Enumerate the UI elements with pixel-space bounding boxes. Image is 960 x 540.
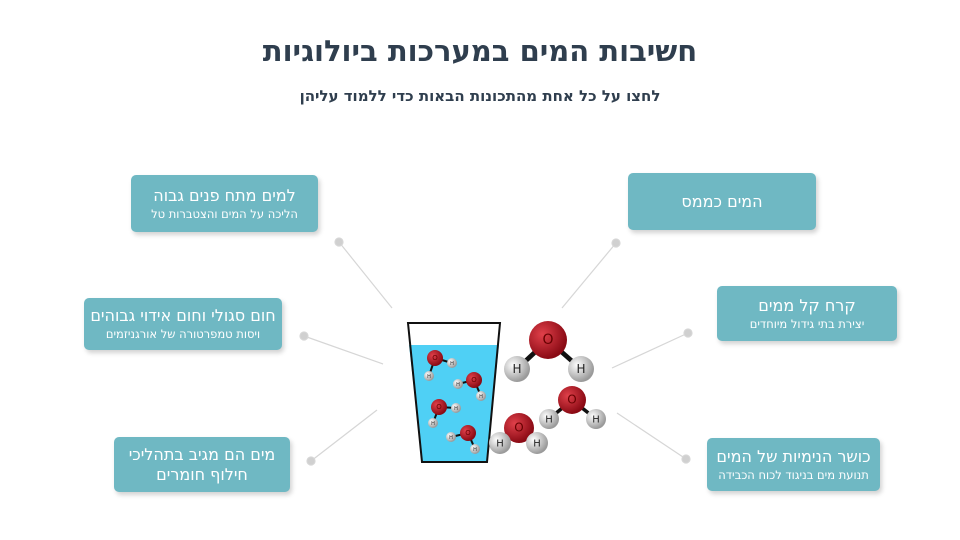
oxygen-atom	[529, 321, 567, 359]
hydrogen-atom	[447, 358, 457, 368]
property-title: קרח קל ממים	[758, 295, 856, 315]
hydrogen-atom	[451, 403, 461, 413]
oxygen-atom	[466, 372, 482, 388]
svg-text:O: O	[432, 354, 438, 362]
property-title: למים מתח פנים גבוה	[153, 185, 296, 205]
glass-icon	[406, 322, 502, 463]
connector-dot	[299, 331, 309, 341]
svg-text:O: O	[567, 393, 576, 407]
property-subtitle: תנועת מים בניגוד לכוח הכבידה	[718, 467, 869, 482]
hydrogen-atom	[453, 379, 463, 389]
oxygen-atom	[504, 413, 534, 443]
svg-text:H: H	[533, 439, 541, 450]
water-molecule-icon: H H O	[428, 399, 461, 428]
water-molecule-icon: H H O	[446, 425, 480, 454]
hydrogen-atom	[476, 391, 486, 401]
svg-text:O: O	[471, 376, 477, 384]
svg-text:H: H	[431, 421, 435, 427]
water-molecule-icon: H H O	[539, 386, 606, 429]
property-subtitle: הליכה על המים והצטברות טל	[151, 206, 298, 221]
svg-text:O: O	[542, 332, 553, 348]
hydrogen-atom	[470, 444, 480, 454]
property-metabolic-reactant[interactable]: מים הם מגיב בתהליכי חילוף חומרים	[114, 437, 290, 492]
property-subtitle: יצירת בתי גידול מיוחדים	[749, 316, 865, 331]
hydrogen-atom	[539, 409, 559, 429]
hydrogen-atom	[446, 432, 456, 442]
svg-text:H: H	[512, 362, 521, 376]
connector-dot	[611, 238, 621, 248]
oxygen-atom	[431, 399, 447, 415]
svg-text:H: H	[454, 406, 458, 412]
connector-dot	[306, 456, 316, 466]
property-surface-tension[interactable]: למים מתח פנים גבוה הליכה על המים והצטברו…	[131, 175, 318, 232]
svg-text:H: H	[450, 361, 454, 367]
water-molecule-icon: H HO	[489, 413, 548, 454]
svg-text:H: H	[456, 382, 460, 388]
page-title: חשיבות המים במערכות ביולוגיות	[262, 34, 698, 68]
property-subtitle: ויסות טמפרטורה של אורגניזמים	[105, 327, 261, 341]
svg-text:O: O	[465, 429, 471, 437]
page-subtitle: לחצו על כל אחת מהתכונות הבאות כדי ללמוד …	[299, 87, 661, 105]
svg-text:H: H	[473, 447, 477, 453]
water-molecule-icon: H H O	[453, 372, 486, 401]
hydrogen-atom	[424, 371, 434, 381]
hydrogen-atom	[489, 432, 511, 454]
property-specific-heat[interactable]: חום סגולי וחום אידוי גבוהים ויסות טמפרטו…	[84, 298, 282, 350]
water-molecule-icon: H H O	[424, 350, 457, 381]
hydrogen-atom	[526, 432, 548, 454]
svg-text:H: H	[449, 435, 453, 441]
hydrogen-atom	[586, 409, 606, 429]
property-capillarity[interactable]: כושר הנימיות של המים תנועת מים בניגוד לכ…	[707, 438, 880, 491]
hydrogen-atom	[428, 418, 438, 428]
property-solvent[interactable]: המים כממס	[628, 173, 816, 230]
oxygen-atom	[558, 386, 586, 414]
svg-text:O: O	[436, 403, 442, 411]
svg-text:O: O	[514, 421, 523, 435]
connector-dot	[681, 454, 691, 464]
water-molecule-icon: H H O	[504, 321, 594, 382]
oxygen-atom	[460, 425, 476, 441]
connector-dot	[683, 328, 693, 338]
hydrogen-atom	[568, 356, 594, 382]
hydrogen-atom	[504, 356, 530, 382]
svg-text:H: H	[479, 394, 483, 400]
svg-text:H: H	[576, 362, 585, 376]
property-title: המים כממס	[681, 191, 763, 211]
connector-dot	[334, 237, 344, 247]
property-ice-density[interactable]: קרח קל ממים יצירת בתי גידול מיוחדים	[717, 286, 897, 341]
svg-text:H: H	[496, 439, 504, 450]
oxygen-atom	[427, 350, 443, 366]
svg-text:H: H	[545, 415, 553, 426]
property-title: חום סגולי וחום אידוי גבוהים	[90, 306, 276, 325]
property-title: מים הם מגיב בתהליכי חילוף חומרים	[128, 444, 276, 484]
svg-text:H: H	[427, 374, 431, 380]
property-title: כושר הנימיות של המים	[716, 446, 871, 466]
svg-text:H: H	[592, 415, 600, 426]
